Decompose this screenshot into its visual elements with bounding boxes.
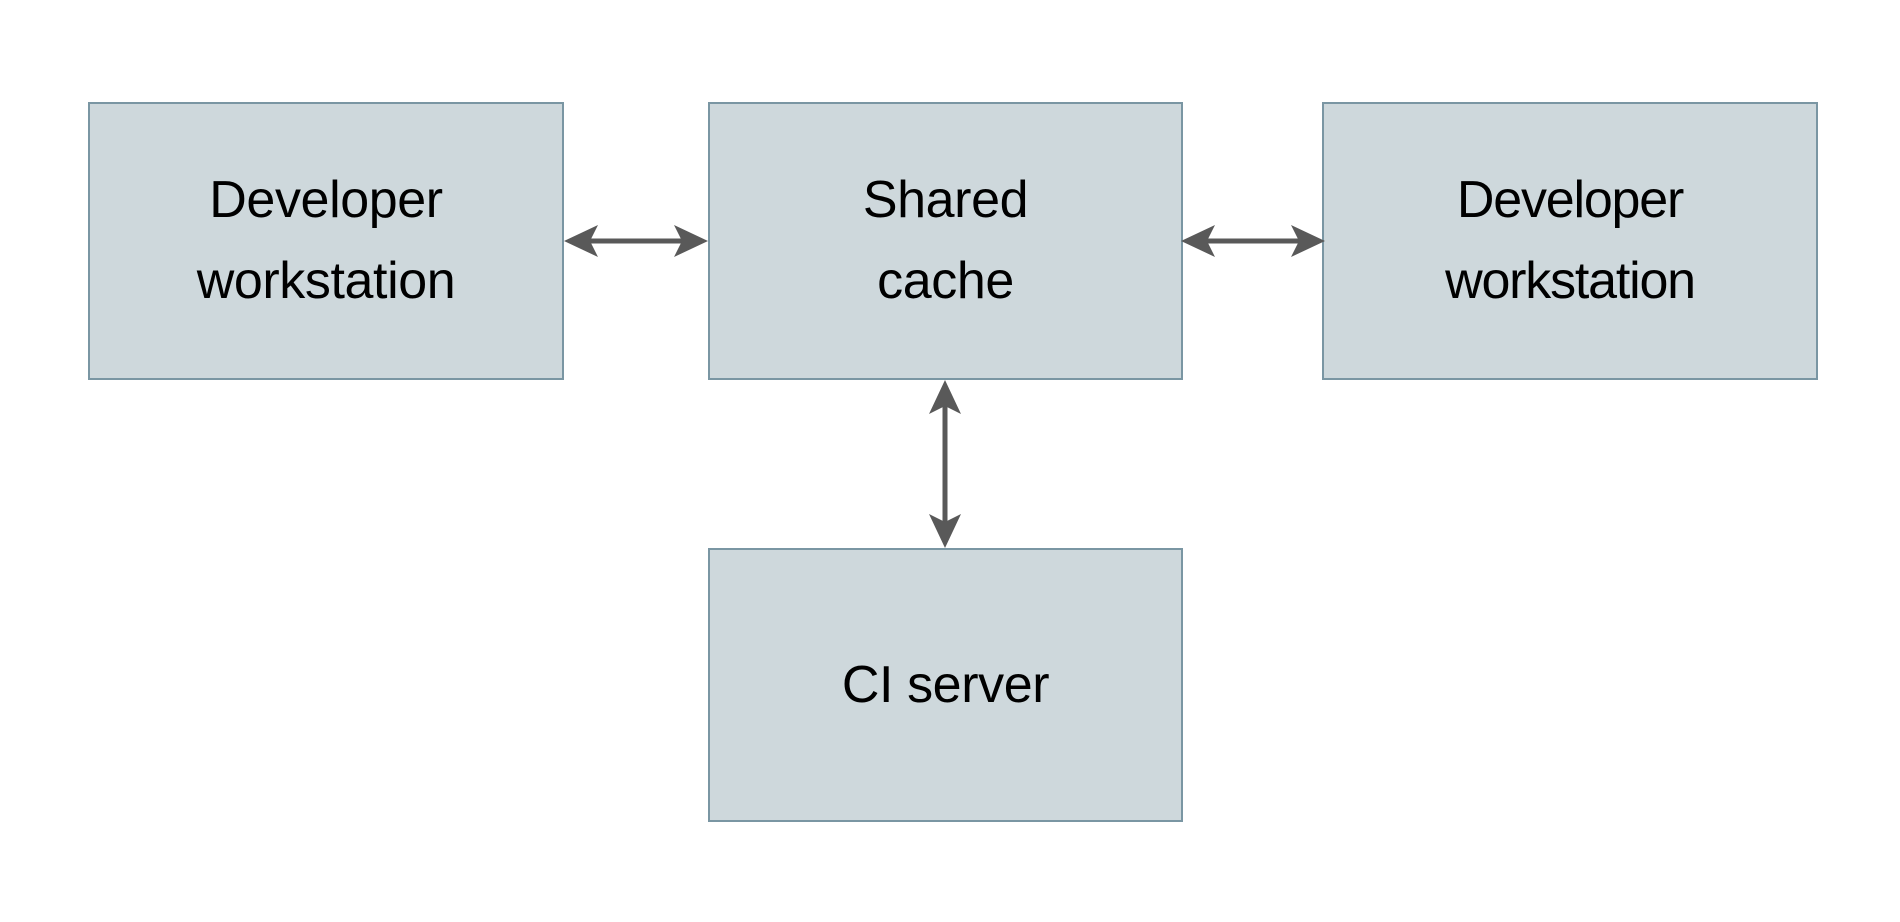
node-ci-server[interactable]: CI server: [708, 548, 1183, 822]
connector-cache-to-ci-server[interactable]: [916, 376, 974, 552]
connector-cache-to-dev-right[interactable]: [1178, 212, 1328, 270]
node-label: Developer workstation: [1445, 171, 1696, 310]
double-arrow-icon: [1181, 225, 1325, 257]
node-shared-cache[interactable]: Shared cache: [708, 102, 1183, 380]
connector-dev-left-to-cache[interactable]: [560, 212, 712, 270]
node-label: Developer workstation: [196, 171, 456, 310]
node-label: CI server: [841, 655, 1050, 714]
node-label: Shared cache: [862, 171, 1029, 310]
double-arrow-icon: [564, 225, 708, 257]
node-developer-workstation-left[interactable]: Developer workstation: [88, 102, 564, 380]
node-developer-workstation-right[interactable]: Developer workstation: [1322, 102, 1818, 380]
double-arrow-icon: [929, 380, 961, 548]
